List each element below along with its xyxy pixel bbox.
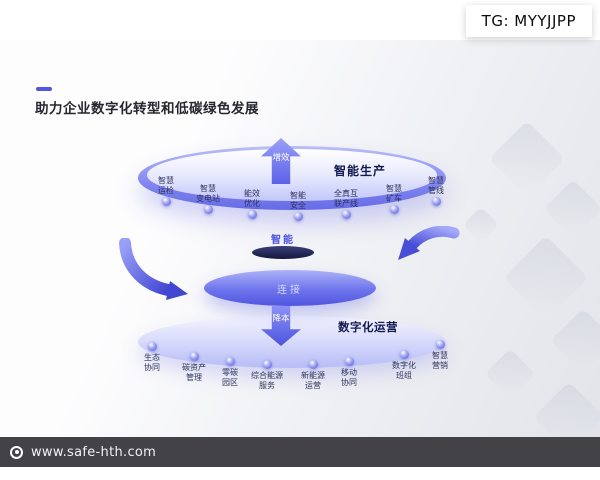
node-dot [431, 197, 441, 206]
node-label: 生态 协同 [144, 353, 160, 372]
connect-label: 连接 [277, 284, 303, 296]
node-dot [399, 350, 409, 359]
digital-operation-label: 数字化运营 [338, 320, 398, 334]
node-label: 全真互 联产线 [334, 189, 358, 208]
tg-badge-text: TG: MYYJJPP [481, 12, 576, 30]
background-cube [550, 308, 600, 374]
diagram-node: 新能源 运营 [291, 360, 335, 390]
page-title: 助力企业数字化转型和低碳绿色发展 [35, 101, 259, 117]
footer-url: www.safe-hth.com [31, 444, 157, 460]
gain-arrow-label: 增效 [272, 153, 290, 163]
node-dot [435, 340, 445, 349]
node-dot [147, 342, 157, 351]
node-dot [225, 357, 235, 366]
diagram-node: 移动 协同 [327, 357, 371, 387]
diagram-node: 智慧 营销 [418, 340, 462, 370]
connect-disc: 连接 [204, 270, 376, 306]
diagram-node: 智慧 运检 [144, 176, 188, 206]
node-label: 新能源 运营 [301, 371, 325, 390]
smart-disc [252, 246, 314, 259]
node-dot [389, 205, 399, 214]
node-dot [341, 210, 351, 219]
node-dot [308, 360, 318, 369]
node-label: 移动 协同 [341, 368, 357, 387]
cost-arrow-label: 降本 [272, 314, 290, 324]
bottom-disc [138, 316, 446, 368]
footer-bar: www.safe-hth.com [0, 437, 600, 467]
smart-label: 智能 [271, 235, 295, 246]
node-dot [203, 205, 213, 214]
background-cube [484, 348, 536, 400]
diagram-node: 综合能源 服务 [245, 360, 289, 390]
diagram-node: 智能 安全 [276, 191, 320, 221]
node-label: 智能 安全 [290, 191, 306, 210]
node-label: 智慧 管线 [428, 176, 444, 195]
node-dot [247, 210, 257, 219]
node-label: 智慧 营销 [432, 351, 448, 370]
camera-icon [10, 445, 23, 459]
slide-background [0, 40, 600, 437]
diagram-node: 能效 优化 [230, 189, 274, 219]
node-label: 碳资产 管理 [182, 363, 206, 382]
curved-arrow-right [398, 226, 460, 260]
node-dot [293, 212, 303, 221]
node-dot [262, 360, 272, 369]
node-label: 智慧 运检 [158, 176, 174, 195]
diagram-node: 智慧 变电站 [186, 184, 230, 214]
node-dot [344, 357, 354, 366]
node-dot [161, 197, 171, 206]
diagram-node: 全真互 联产线 [324, 189, 368, 219]
background-cube [488, 120, 566, 198]
diagram-node: 智慧 管线 [414, 176, 458, 206]
diagram-node: 零碳 园区 [208, 357, 252, 387]
node-dot [189, 352, 199, 361]
diagram-node: 生态 协同 [130, 342, 174, 372]
node-label: 零碳 园区 [222, 368, 238, 387]
background-cube [503, 235, 589, 321]
curved-arrow-left [119, 238, 188, 300]
background-cube [533, 381, 600, 437]
smart-production-label: 智能生产 [334, 164, 387, 178]
tg-badge: TG: MYYJJPP [465, 5, 592, 37]
title-accent-dash [36, 87, 52, 91]
node-label: 智慧 变电站 [196, 184, 220, 203]
node-label: 数字化 班组 [392, 361, 416, 380]
diagram-node: 碳资产 管理 [172, 352, 216, 382]
node-label: 综合能源 服务 [251, 371, 283, 390]
node-label: 能效 优化 [244, 189, 260, 208]
diagram-node: 智慧 矿车 [372, 184, 416, 214]
node-label: 智慧 矿车 [386, 184, 402, 203]
background-cube [462, 206, 500, 244]
diagram-node: 数字化 班组 [382, 350, 426, 380]
background-cube [543, 179, 600, 239]
top-disc-surface [147, 149, 437, 201]
